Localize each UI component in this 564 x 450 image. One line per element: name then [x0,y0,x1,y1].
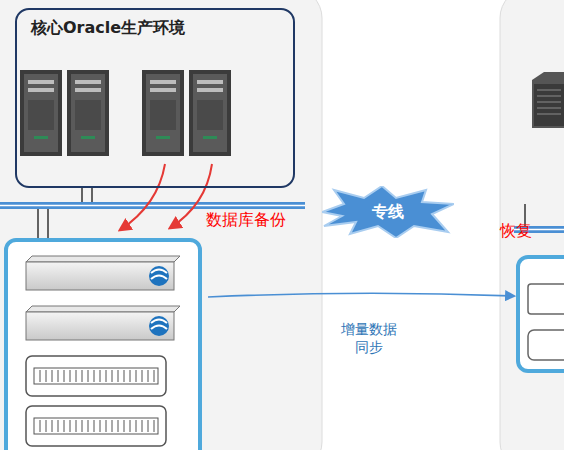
leased-line-burst: 专线 [322,186,454,238]
network-bus [0,202,564,233]
site-panel [0,0,322,450]
recovery-appliance-box [518,257,564,371]
flow-label: 数据库备份 [206,210,286,231]
recovery-units [528,284,564,360]
backup-appliance-box [6,240,200,450]
flow-label: 恢复 [500,221,532,242]
backup-units [26,256,180,446]
site-panel [500,0,564,450]
box-title: 核心Oracle生产环境 [31,18,279,38]
burst-outline [322,186,454,238]
network-wires [38,188,92,238]
server-towers [20,70,231,156]
backup-arrows [120,164,212,230]
sync-arrow [208,293,514,297]
environment-box: 核心Oracle生产环境 [15,8,295,188]
flow-label: 增量数据 同步 [334,320,404,356]
burst-label: 专线 [372,202,404,222]
remote-server [532,72,564,128]
